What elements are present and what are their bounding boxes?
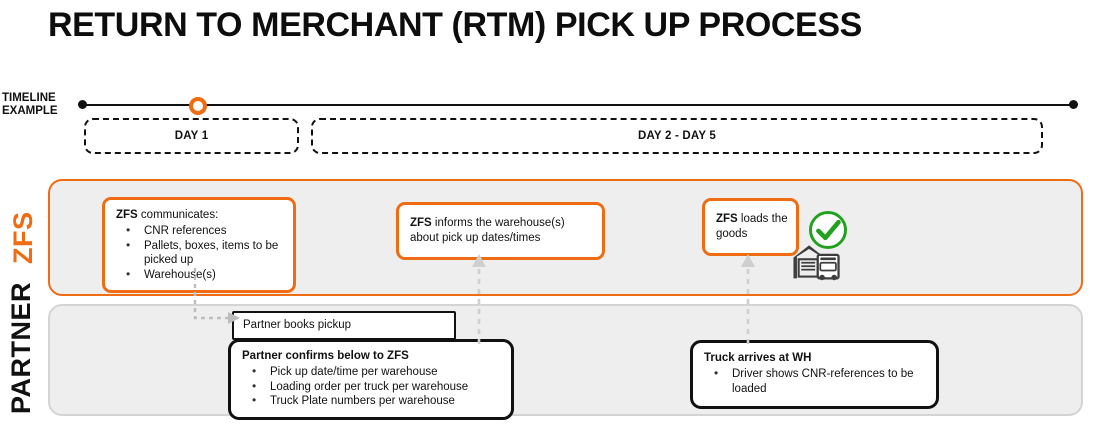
card-partner-confirms-title-bold: Partner confirms below to ZFS [242,350,409,362]
list-item: Driver shows CNR-references to be loaded [704,366,926,396]
timeline-end-dot-icon [1069,100,1078,109]
timeline-period-day-1-label: DAY 1 [174,130,209,142]
list-item: Pick up date/time per warehouse [242,364,501,380]
card-partner-books-pickup-title: Partner books pickup [243,318,446,333]
card-zfs-informs-title: ZFS informs the warehouse(s) about pick … [410,216,592,246]
card-zfs-communicates-title: ZFS communicates: [116,208,283,223]
swimlane-label-partner: PARTNER [6,281,36,414]
timeline-label: TIMELINE EXAMPLE [2,92,72,118]
page-title: RETURN TO MERCHANT (RTM) PICK UP PROCESS [48,6,862,44]
card-partner-confirms-bullets: Pick up date/time per warehouse Loading … [242,364,501,409]
card-zfs-communicates-title-rest: communicates: [137,209,219,221]
card-zfs-informs: ZFS informs the warehouse(s) about pick … [396,202,605,260]
timeline-period-day-1: DAY 1 [84,118,299,154]
timeline-period-day-2-5-label: DAY 2 - DAY 5 [637,130,717,142]
timeline-period-day-2-5: DAY 2 - DAY 5 [311,118,1043,154]
card-zfs-communicates-bullets: CNR references Pallets, boxes, items to … [116,223,283,283]
list-item: Loading order per truck per warehouse [242,379,501,395]
green-check-circle-icon [809,211,847,249]
card-truck-arrives: Truck arrives at WH Driver shows CNR-ref… [690,340,939,409]
card-truck-arrives-title: Truck arrives at WH [704,351,926,366]
card-partner-books-pickup-title-rest: Partner books pickup [243,319,352,331]
warehouse-truck-icon [793,245,840,281]
card-zfs-loads-title-bold: ZFS [716,213,738,225]
timeline-axis [82,104,1074,106]
card-partner-books-pickup: Partner books pickup [232,311,456,340]
card-partner-confirms: Partner confirms below to ZFS Pick up da… [228,339,514,420]
timeline-label-line2: EXAMPLE [2,105,58,117]
orange-circle-marker-icon [189,97,207,115]
list-item: Warehouse(s) [116,267,283,283]
card-zfs-communicates-title-bold: ZFS [116,209,138,221]
timeline-start-dot-icon [78,100,87,109]
card-zfs-loads-title-rest: loads the goods [716,213,788,240]
list-item: CNR references [116,223,283,239]
timeline-label-line1: TIMELINE [2,92,56,104]
card-truck-arrives-bullets: Driver shows CNR-references to be loaded [704,366,926,396]
card-zfs-loads-title: ZFS loads the goods [716,212,788,242]
list-item: Pallets, boxes, items to be picked up [116,238,283,268]
card-zfs-loads: ZFS loads the goods [702,198,799,256]
card-zfs-informs-title-rest: informs the warehouse(s) about pick up d… [410,217,565,244]
list-item: Truck Plate numbers per warehouse [242,393,501,409]
card-zfs-communicates: ZFS communicates: CNR references Pallets… [102,197,296,293]
swimlane-label-zfs: ZFS [8,211,38,265]
card-partner-confirms-title: Partner confirms below to ZFS [242,349,501,364]
card-zfs-informs-title-bold: ZFS [410,217,432,229]
card-truck-arrives-title-bold: Truck arrives at WH [704,352,812,364]
